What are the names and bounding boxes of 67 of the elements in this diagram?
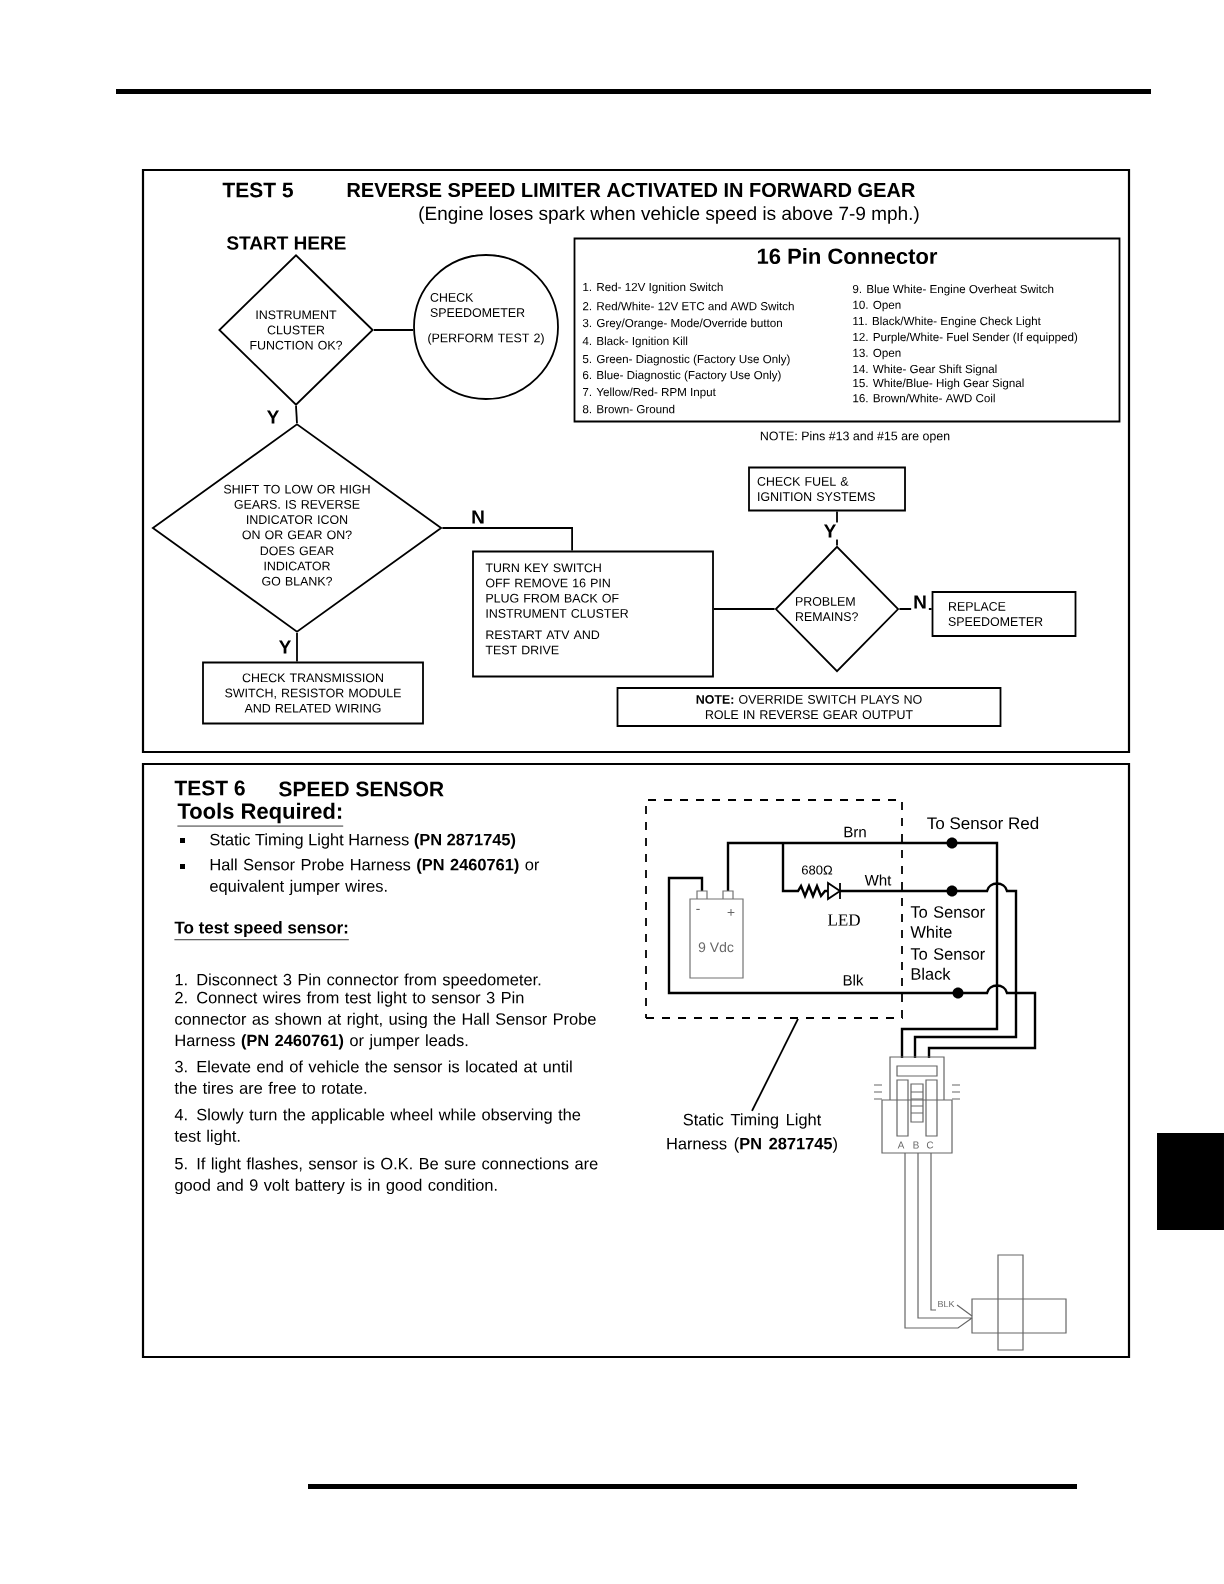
node-label: 5. Green- Diagnostic (Factory Use Only): [582, 354, 790, 366]
connector-line: [713, 608, 776, 610]
test-heading: TEST 6: [174, 780, 245, 796]
edge-label: N: [911, 593, 929, 611]
connector-line: [898, 608, 933, 610]
process-box: CHECK TRANSMISSION SWITCH, RESISTOR MODULE AND RELATED WIRING: [202, 661, 424, 725]
test-heading: TEST 5: [222, 182, 293, 198]
wire-label: BLK: [938, 1300, 955, 1308]
instruction-text: 1. Disconnect 3 Pin connector from speedometer.: [175, 973, 541, 989]
wire-label: Blk: [843, 974, 864, 986]
instruction-text: 5. If light flashes, sensor is O.K. Be sure connections are good and 9 volt battery is in good condition.: [175, 1157, 598, 1195]
wire-label: 680Ω: [801, 865, 833, 875]
section-heading: Tools Required:: [177, 802, 344, 827]
caption-text: Static Timing Light Harness (PN 2871745): [667, 1113, 837, 1153]
dashed-outline: [645, 799, 903, 1019]
note-box: NOTE: OVERRIDE SWITCH PLAYS NO ROLE IN REVERSE GEAR OUTPUT: [616, 687, 1002, 727]
edge-label: N: [469, 508, 487, 526]
node-label: 16. Brown/White- AWD Coil: [853, 393, 995, 403]
pin-list-box: 16 Pin Connector 1. Red- 12V Ignition Switch 2. Red/White- 12V ETC and AWD Switch 3. Grey/Orange- Mode/Override button 4. Black- Ignition Kill 5. Green- Diagnostic (Factory Use Only) 6. Blue- Diagnostic (Factory Use Only) 7. Yellow/Red- RPM Input 8. Brown- Ground 9. Blue White- Engine Overheat Switch 10. Open 11. Black/White- Engine Check Light 12. Purple/White- Fuel Sender (If equipped) 13. Open 14. White- Gear Shift Signal 15. White/Blue- High Gear Signal 16. Brown/White- AWD Coil: [573, 237, 1121, 423]
connector-line: [836, 510, 838, 547]
process-box: REPLACE SPEEDOMETER: [931, 591, 1077, 637]
wire-label: Brn: [844, 826, 866, 838]
tool-item: Hall Sensor Probe Harness (PN 2460761) or equivalent jumper wires.: [210, 858, 540, 896]
wire-label: To Sensor Red: [927, 816, 1039, 830]
wire-label: +: [727, 909, 735, 916]
node-label: 2. Red/White- 12V ETC and AWD Switch: [583, 301, 794, 311]
process-box: CHECK FUEL & IGNITION SYSTEMS: [748, 466, 906, 512]
edge-label: Y: [276, 638, 294, 656]
node-label: 9. Blue White- Engine Overheat Switch: [852, 284, 1054, 296]
instruction-text: 4. Slowly turn the applicable wheel while observing the test light.: [174, 1108, 581, 1146]
node-label: 11. Black/White- Engine Check Light: [853, 316, 1041, 328]
node-label: 3. Grey/Orange- Mode/Override button: [582, 318, 782, 330]
wire-label: A: [897, 1141, 905, 1149]
wire-label: LED: [828, 914, 860, 926]
note-text: NOTE: Pins #13 and #15 are open: [760, 431, 950, 443]
node-label: 14. White- Gear Shift Signal: [853, 364, 997, 376]
process-box: TURN KEY SWITCH OFF REMOVE 16 PIN PLUG FROM BACK OF INSTRUMENT CLUSTER RESTART ATV AND TEST DRIVE: [472, 550, 714, 678]
node-label: 13. Open: [853, 348, 901, 360]
node-label: 7. Yellow/Red- RPM Input: [583, 387, 716, 399]
wire-label: Wht: [864, 874, 892, 886]
connector-line: [441, 527, 573, 552]
edge-label: Y: [821, 522, 839, 540]
node-label: 12. Purple/White- Fuel Sender (If equipped): [853, 332, 1078, 344]
wire-label: B: [913, 1141, 919, 1149]
title: REVERSE SPEED LIMITER ACTIVATED IN FORWARD GEAR: [347, 182, 915, 198]
wire-label: -: [696, 908, 700, 910]
node-label: 1. Red- 12V Ignition Switch: [583, 282, 723, 294]
node-label: 4. Black- Ignition Kill: [582, 336, 688, 348]
node-label: 10. Open: [853, 300, 901, 312]
node-label: 6. Blue- Diagnostic (Factory Use Only): [583, 370, 781, 382]
test-heading: SPEED SENSOR: [279, 781, 444, 797]
start-label: START HERE: [226, 236, 346, 250]
connector-line: [373, 329, 414, 331]
instruction-text: 2. Connect wires from test light to sensor 3 Pin connector as shown at right, using the Hall Sensor Probe Harness (PN 2460761) or jumper leads.: [175, 991, 596, 1050]
node-label: 15. White/Blue- High Gear Signal: [853, 378, 1024, 390]
node-label: 16 Pin Connector: [757, 247, 938, 265]
node-label: 8. Brown- Ground: [582, 404, 675, 414]
tool-item: Static Timing Light Harness (PN 2871745): [210, 833, 516, 849]
instruction-text: 3. Elevate end of vehicle the sensor is located at until the tires are free to rotate.: [174, 1060, 572, 1094]
wire-label: 9 Vdc: [698, 941, 734, 953]
connector-line: [295, 405, 298, 424]
connector-line: [296, 632, 298, 663]
section-heading: To test speed sensor:: [174, 921, 350, 941]
wire-label: C: [926, 1141, 934, 1149]
leader-line: [751, 1018, 799, 1112]
edge-label: Y: [264, 408, 282, 426]
subtitle: (Engine loses spark when vehicle speed is above 7-9 mph.): [419, 206, 919, 224]
